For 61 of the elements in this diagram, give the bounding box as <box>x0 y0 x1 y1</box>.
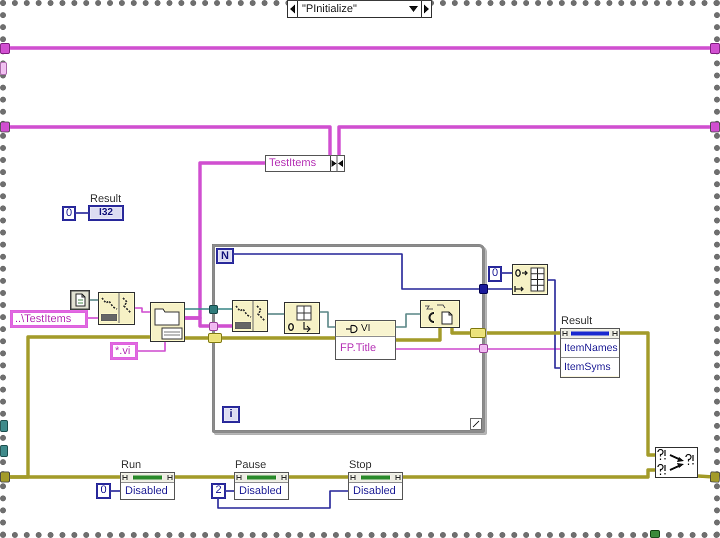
property-name: FP.Title <box>336 336 395 359</box>
node-label: Stop <box>349 459 372 471</box>
wire <box>548 279 560 369</box>
wire <box>620 331 655 457</box>
numeric-constant: 0 <box>62 206 76 221</box>
wire <box>698 471 720 483</box>
numeric-constant: 0 <box>96 483 111 499</box>
wire <box>185 308 232 310</box>
wire <box>88 317 98 319</box>
dotted-lines-icon <box>98 292 135 325</box>
wire <box>185 336 335 340</box>
grid-icon <box>512 264 548 295</box>
field-name: TestItems <box>268 156 318 171</box>
wire <box>175 475 234 479</box>
node-label: Run <box>121 459 142 471</box>
document-icon <box>70 290 90 310</box>
wire <box>0 472 120 482</box>
wire <box>76 212 88 214</box>
wire <box>226 490 234 492</box>
property-name: Disabled <box>349 482 402 499</box>
unbundle-node <box>265 155 345 172</box>
folder-icon <box>150 302 185 342</box>
path-constant: ..\TestItems <box>10 310 88 328</box>
wire <box>217 490 348 509</box>
wire <box>0 122 332 155</box>
iteration-terminal: i <box>222 406 240 423</box>
node-label: Pause <box>235 459 266 471</box>
page-icon <box>420 300 460 328</box>
field-name: ItemNames <box>561 338 619 357</box>
numeric-constant: 0 <box>488 266 502 282</box>
count-terminal: N <box>216 248 234 264</box>
node-label: Result <box>561 315 592 327</box>
case-label: "PInitialize" <box>301 4 358 14</box>
wire <box>403 468 655 479</box>
property-node <box>335 320 396 360</box>
class-name: VI <box>361 324 370 334</box>
dotted-lines-icon <box>232 300 268 332</box>
wire <box>337 122 720 155</box>
wire <box>138 342 166 352</box>
wire <box>185 316 232 328</box>
property-name: Disabled <box>121 482 174 499</box>
data-type: I32 <box>98 207 114 219</box>
grid-icon <box>284 302 320 334</box>
wire <box>289 475 348 479</box>
node-label: Result <box>90 193 122 205</box>
wire <box>268 313 284 315</box>
string-constant: *.vi <box>110 342 138 360</box>
wire <box>450 328 560 335</box>
merge-arrows-icon <box>655 447 698 478</box>
numeric-constant: 2 <box>211 483 226 499</box>
wire <box>320 311 335 328</box>
wire <box>111 490 120 492</box>
property-name: Disabled <box>235 482 288 499</box>
wire <box>90 299 98 301</box>
wire <box>396 348 560 350</box>
wire <box>396 313 420 328</box>
wire <box>396 328 442 342</box>
field-name: ItemSyms <box>561 357 619 376</box>
wire <box>502 272 512 274</box>
wire <box>135 307 150 313</box>
wire <box>234 253 512 290</box>
